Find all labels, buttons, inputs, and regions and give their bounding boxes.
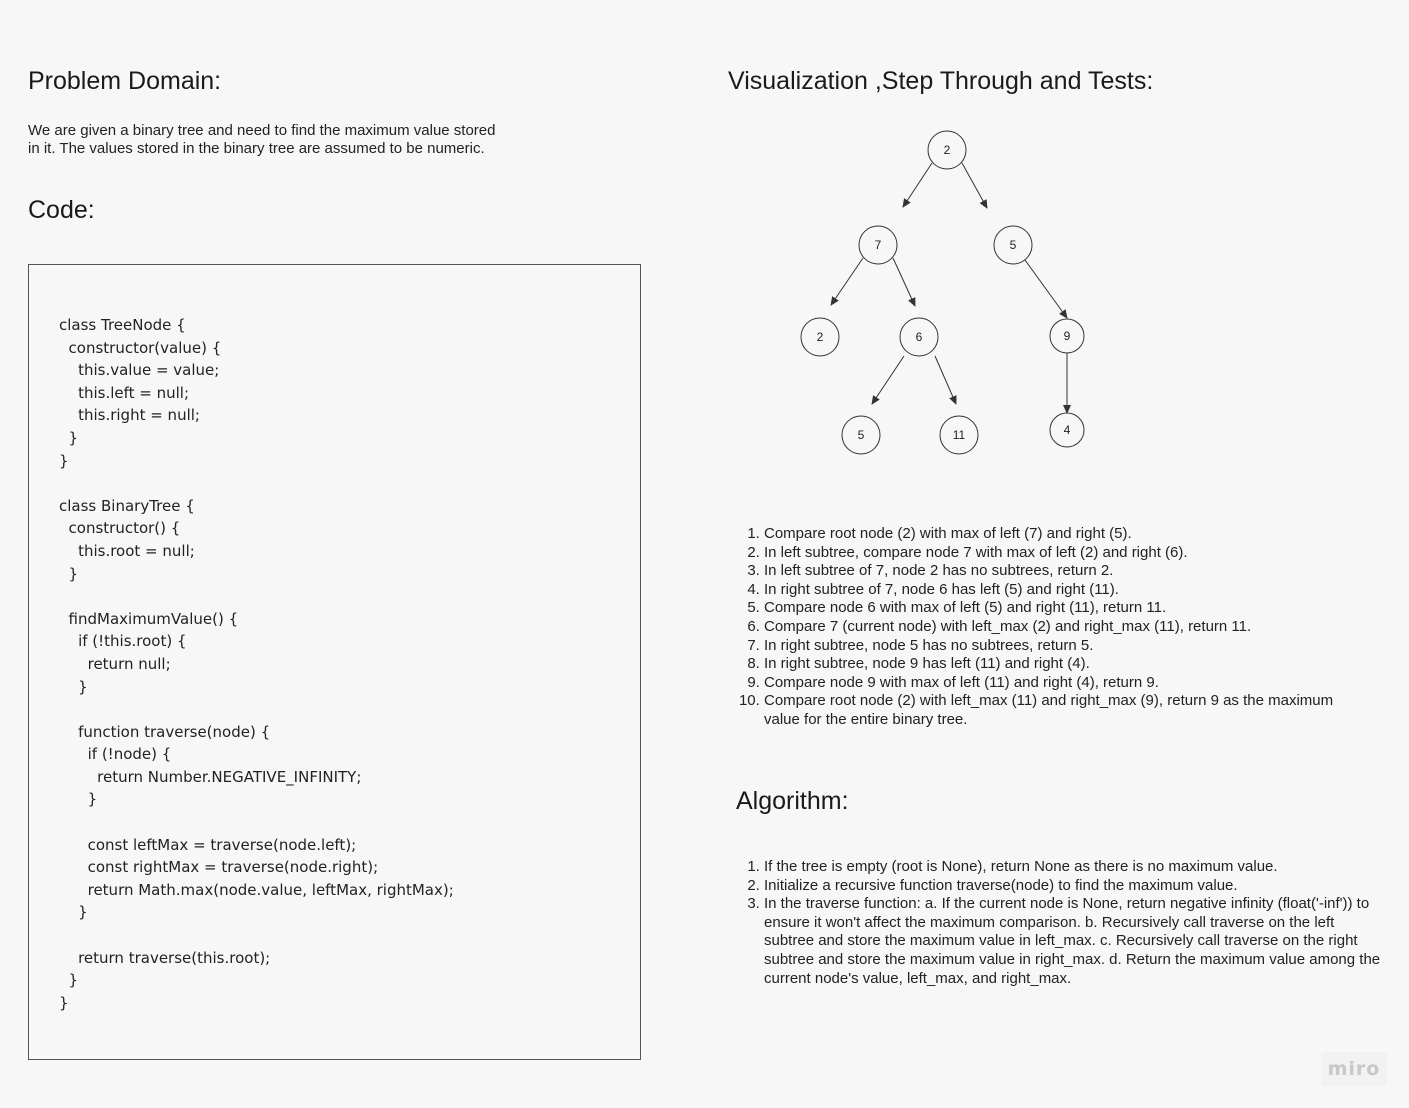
problem-description-line: We are given a binary tree and need to f…	[28, 122, 496, 139]
tree-node-right[interactable]: 5	[993, 225, 1033, 265]
svg-text:2: 2	[944, 143, 951, 157]
algorithm-step-item: In the traverse function: a. If the curr…	[764, 895, 1384, 988]
tree-node-right-right-child[interactable]: 4	[1049, 412, 1085, 448]
problem-description-line: in it. The values stored in the binary t…	[28, 140, 485, 157]
algorithm-list: If the tree is empty (root is None), ret…	[737, 858, 1384, 988]
code-heading: Code:	[28, 196, 95, 224]
tree-node-left-right[interactable]: 6	[899, 317, 939, 357]
problem-domain-heading: Problem Domain:	[28, 67, 222, 95]
tree-node-left[interactable]: 7	[858, 225, 898, 265]
tree-node-left-right-left[interactable]: 5	[841, 415, 881, 455]
step-item: In left subtree of 7, node 2 has no subt…	[764, 562, 1344, 581]
tree-edge	[830, 257, 864, 306]
step-item: In left subtree, compare node 7 with max…	[764, 544, 1344, 563]
algorithm-step-item: Initialize a recursive function traverse…	[764, 877, 1384, 896]
svg-text:11: 11	[953, 428, 966, 442]
step-item: In right subtree, node 9 has left (11) a…	[764, 655, 1344, 674]
visualization-heading: Visualization ,Step Through and Tests:	[728, 67, 1154, 95]
step-item: In right subtree, node 5 has no subtrees…	[764, 637, 1344, 656]
step-item: Compare node 9 with max of left (11) and…	[764, 674, 1344, 693]
tree-edges	[830, 162, 1071, 414]
step-item: Compare 7 (current node) with left_max (…	[764, 618, 1344, 637]
tree-edge	[871, 355, 905, 405]
tree-node-left-right-right[interactable]: 11	[939, 415, 979, 455]
miro-logo: miro	[1321, 1052, 1387, 1086]
code-block[interactable]: class TreeNode { constructor(value) { th…	[28, 264, 641, 1060]
tree-node-right-right[interactable]: 9	[1049, 318, 1085, 354]
step-item: Compare root node (2) with max of left (…	[764, 525, 1344, 544]
svg-text:2: 2	[817, 330, 824, 344]
svg-text:7: 7	[875, 238, 882, 252]
step-through-list: Compare root node (2) with max of left (…	[737, 525, 1344, 730]
binary-tree-diagram[interactable]: 2 7 5 2 6 9 5 11 4	[780, 120, 1110, 470]
algorithm-heading: Algorithm:	[736, 787, 849, 815]
tree-edge	[902, 162, 933, 208]
tree-edge	[1024, 259, 1068, 319]
svg-text:4: 4	[1064, 423, 1071, 437]
tree-node-root[interactable]: 2	[927, 130, 967, 170]
tree-edge	[961, 162, 988, 209]
tree-node-left-left[interactable]: 2	[800, 317, 840, 357]
step-item: Compare node 6 with max of left (5) and …	[764, 599, 1344, 618]
svg-text:6: 6	[916, 330, 923, 344]
problem-description: We are given a binary tree and need to f…	[28, 122, 588, 158]
svg-text:5: 5	[858, 428, 865, 442]
tree-edge	[892, 257, 916, 307]
step-item: In right subtree of 7, node 6 has left (…	[764, 581, 1344, 600]
code-text: class TreeNode { constructor(value) { th…	[59, 316, 454, 1012]
svg-text:5: 5	[1010, 238, 1017, 252]
svg-text:9: 9	[1064, 329, 1071, 343]
step-item: Compare root node (2) with left_max (11)…	[764, 692, 1344, 729]
tree-edge	[934, 355, 957, 405]
algorithm-step-item: If the tree is empty (root is None), ret…	[764, 858, 1384, 877]
